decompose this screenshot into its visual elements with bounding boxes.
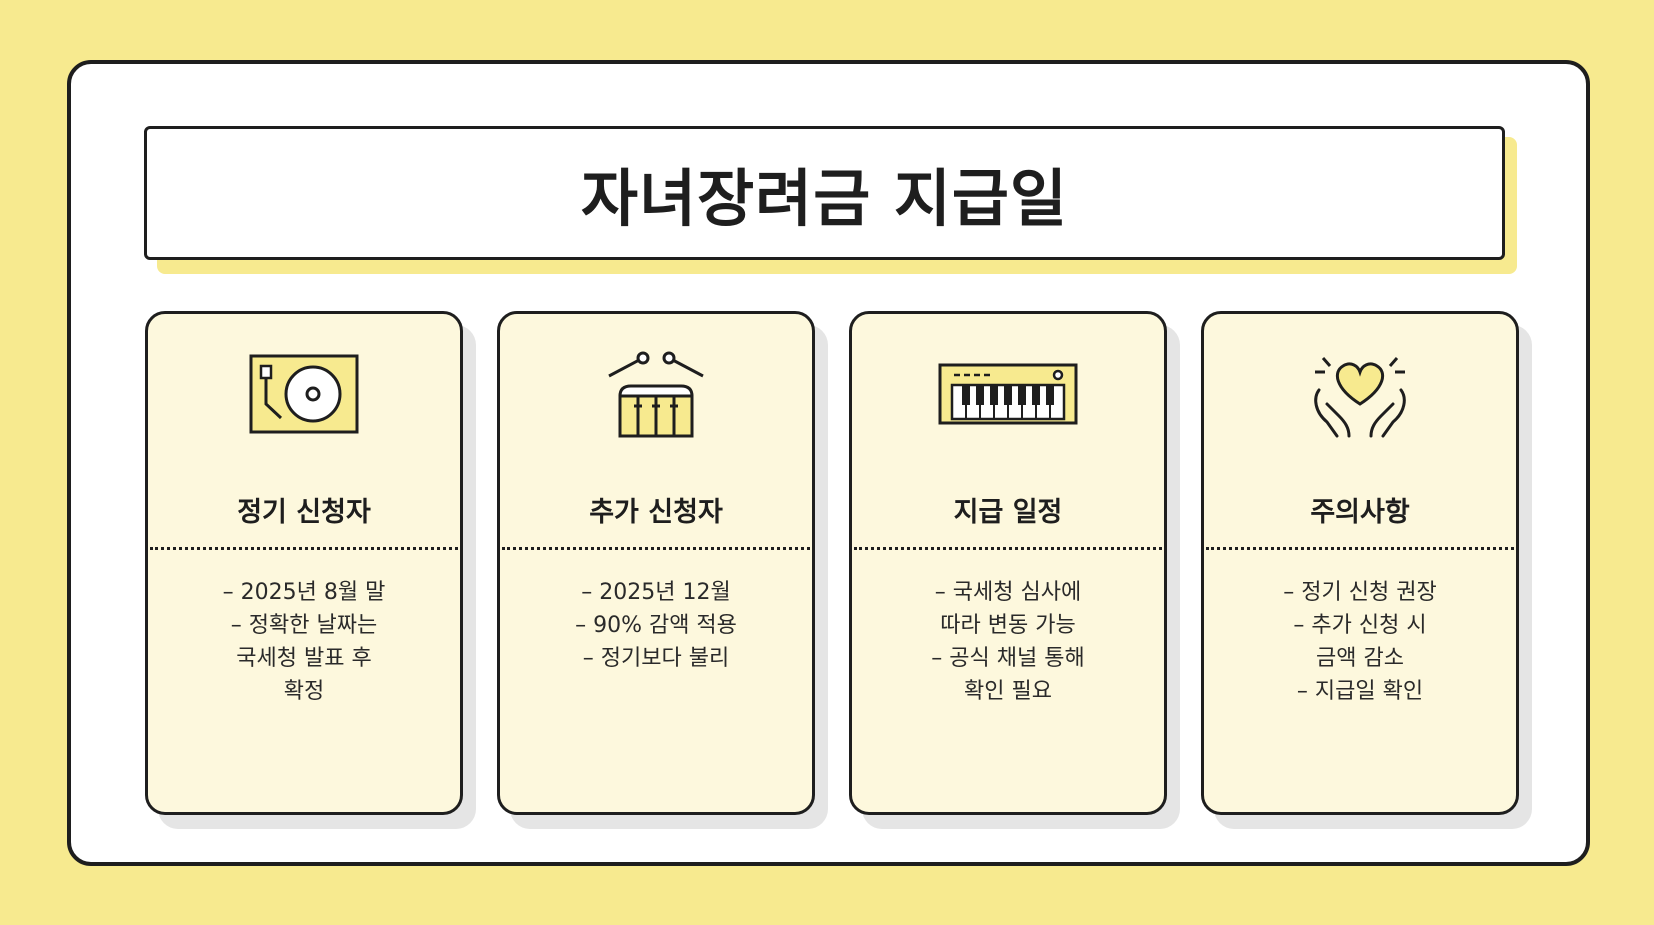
card-line: – 정기 신청 권장 — [1283, 580, 1437, 605]
card-body: – 2025년 12월 – 90% 감액 적용 – 정기보다 불리 — [510, 576, 802, 675]
card-line: 확인 필요 — [964, 679, 1052, 704]
heart-hands-icon — [1204, 350, 1516, 440]
card-line: – 정기보다 불리 — [582, 646, 730, 671]
card-line: – 공식 채널 통해 — [931, 646, 1085, 671]
card-body: – 정기 신청 권장 – 추가 신청 시 금액 감소 – 지급일 확인 — [1214, 576, 1506, 708]
card-heading: 주의사항 — [1310, 497, 1410, 528]
card-line: – 지급일 확인 — [1296, 679, 1424, 704]
card-heading: 정기 신청자 — [237, 497, 371, 528]
card-line: – 국세청 심사에 — [934, 580, 1082, 605]
card-line: – 2025년 8월 말 — [222, 580, 386, 605]
card-line: – 정확한 날짜는 — [230, 613, 378, 638]
card-cautions: 주의사항 – 정기 신청 권장 – 추가 신청 시 금액 감소 – 지급일 확인 — [1201, 311, 1519, 815]
card-heading: 추가 신청자 — [589, 497, 723, 528]
drum-icon — [500, 350, 812, 440]
keyboard-icon — [852, 350, 1164, 440]
dotted-divider — [502, 547, 810, 550]
card-line: – 추가 신청 시 — [1293, 613, 1427, 638]
card-line: 국세청 발표 후 — [236, 646, 372, 671]
card-additional-applicant: 추가 신청자 – 2025년 12월 – 90% 감액 적용 – 정기보다 불리 — [497, 311, 815, 815]
page-title: 자녀장려금 지급일 — [581, 162, 1068, 235]
dotted-divider — [854, 547, 1162, 550]
card-line: 확정 — [283, 679, 325, 704]
card-line: 따라 변동 가능 — [940, 613, 1076, 638]
turntable-icon — [148, 350, 460, 440]
card-line: 금액 감소 — [1316, 646, 1404, 671]
card-line: – 90% 감액 적용 — [575, 613, 737, 638]
card-line: – 2025년 12월 — [581, 580, 731, 605]
card-payment-schedule: 지급 일정 – 국세청 심사에 따라 변동 가능 – 공식 채널 통해 확인 필… — [849, 311, 1167, 815]
card-heading: 지급 일정 — [953, 497, 1063, 528]
card-body: – 2025년 8월 말 – 정확한 날짜는 국세청 발표 후 확정 — [158, 576, 450, 708]
card-regular-applicant: 정기 신청자 – 2025년 8월 말 – 정확한 날짜는 국세청 발표 후 확… — [145, 311, 463, 815]
dotted-divider — [150, 547, 458, 550]
title-box: 자녀장려금 지급일 — [144, 126, 1505, 260]
card-body: – 국세청 심사에 따라 변동 가능 – 공식 채널 통해 확인 필요 — [862, 576, 1154, 708]
dotted-divider — [1206, 547, 1514, 550]
